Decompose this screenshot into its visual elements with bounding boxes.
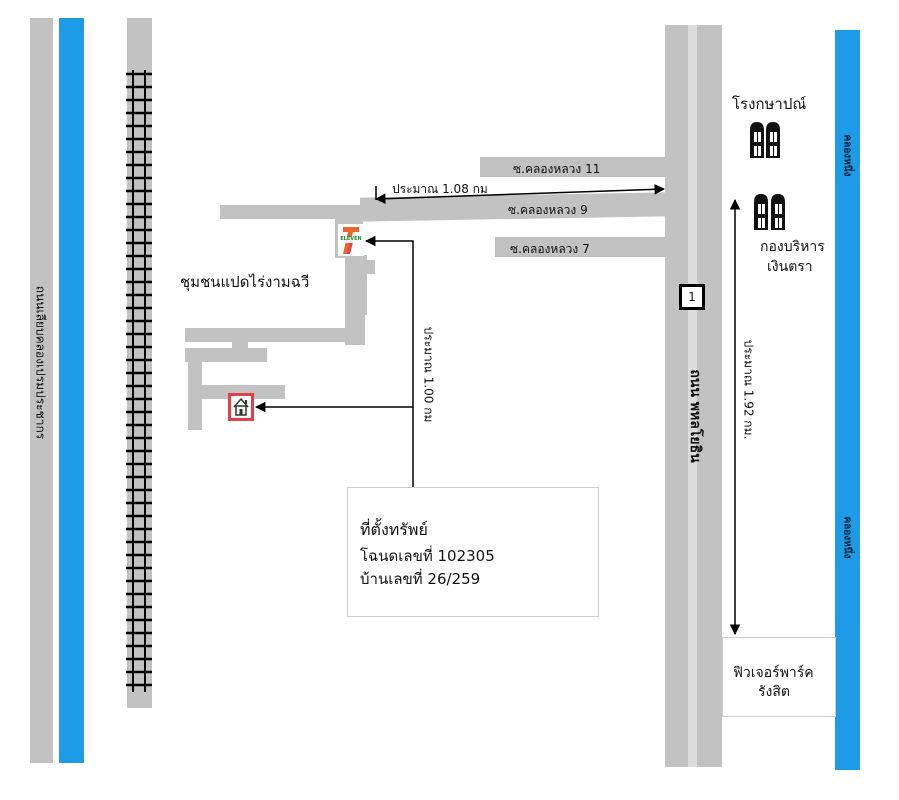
property-house-marker [228,393,254,421]
currency-bureau-label-line2: เงินตรา [767,259,813,275]
property-pointer-line [364,235,414,487]
mint-label: โรงกษาปณ์ [732,95,807,113]
left-canal [59,18,84,763]
property-deed-number: โฉนดเลขที่ 102305 [360,547,495,565]
property-info-box: ที่ตั้งทรัพย์ โฉนดเลขที่ 102305 บ้านเลขท… [347,487,599,617]
right-canal [835,30,860,770]
currency-bureau-building-icon [752,192,788,230]
soi-9-label: ซ.คลองหลวง 9 [508,203,588,217]
soi-branch-vertical-5 [188,350,202,430]
community-label: ชุมชนแปดไร่งามฉวี [180,273,310,291]
future-park-box: ฟิวเจอร์พาร์ค รังสิต [722,637,836,717]
future-park-label-line2: รังสิต [758,684,790,700]
left-road [30,18,53,763]
soi-branch-vertical-3 [345,300,365,345]
soi-branch-vertical-4 [232,338,248,360]
horizontal-distance-arrow [374,184,666,204]
future-park-label-line1: ฟิวเจอร์พาร์ค [733,665,814,681]
soi-7-label: ซ.คลองหลวง 7 [510,242,590,256]
soi-11-road [480,157,665,177]
house-icon [233,397,249,416]
soi-11-label: ซ.คลองหลวง 11 [513,162,601,176]
seven-eleven-icon: ELEVEN [338,224,364,256]
property-house-number: บ้านเลขที่ 26/259 [360,570,481,588]
railway-ties [126,72,152,687]
soi-branch-horizontal-3 [200,385,285,399]
highway-number: 1 [688,290,696,304]
soi-branch-stub [355,260,375,274]
currency-bureau-label-line1: กองบริหาร [760,239,825,255]
seven-eleven-text: ELEVEN [340,236,362,242]
highway-number-sign: 1 [679,284,705,310]
soi-7-road [495,237,665,257]
soi-9-west-road [220,205,370,219]
property-title: ที่ตั้งทรัพย์ [360,520,428,539]
mint-building-icon [748,120,782,158]
soi-branch-horizontal-1 [185,328,365,342]
highway-center-strip [688,25,697,767]
